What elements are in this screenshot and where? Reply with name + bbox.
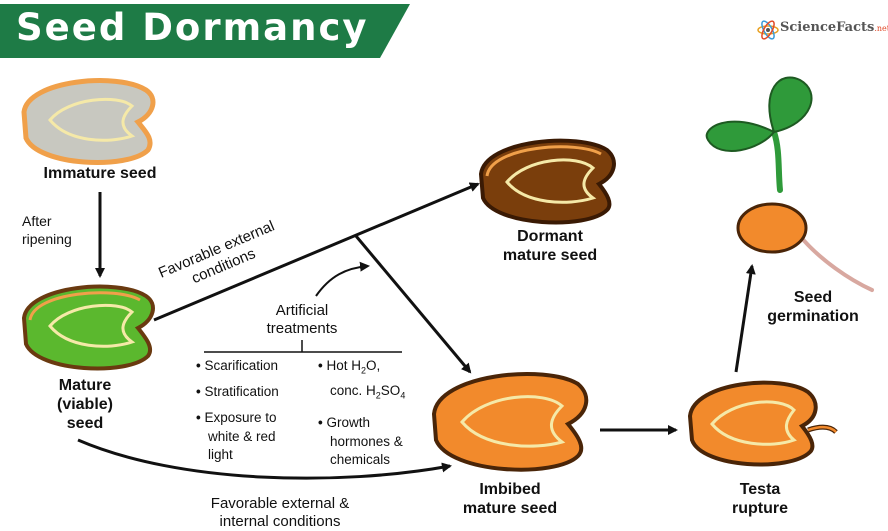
imbibed-seed-illustration (431, 372, 589, 472)
page-title: Seed Dormancy (16, 6, 369, 49)
testa-rupture-seed-illustration (687, 380, 838, 467)
mature-seed-illustration (21, 284, 155, 371)
brand-logo-suffix: .net (874, 24, 888, 33)
treatment-growth-line3: chemicals (330, 452, 391, 468)
seedling-illustration (705, 76, 874, 292)
label-imbibed-line1: Imbibed (479, 481, 541, 498)
label-after-ripening: After ripening (22, 212, 72, 248)
label-seed-germination: Seed germination (748, 288, 878, 326)
treatment-exposure-cont: white & red light (196, 428, 279, 464)
treatment-growth-cont: hormones & chemicals (318, 433, 405, 469)
arrow-branch-to-imbibed (354, 235, 472, 374)
conc-h-text: conc. H (330, 382, 376, 398)
brand-logo-text: ScienceFacts (780, 20, 875, 35)
label-testa-line1: Testa (739, 481, 781, 498)
label-favorable-internal-line2: internal conditions (219, 513, 341, 530)
hot-h-sub: 2 (361, 365, 367, 376)
hot-h-text: Hot H (326, 358, 361, 373)
label-dormant-line2: mature seed (502, 247, 598, 264)
label-after-ripening-line2: ripening (22, 231, 72, 247)
label-mature-line3: seed (66, 415, 104, 432)
label-mature-line2: (viable) (56, 396, 113, 413)
dormant-seed-illustration (478, 138, 616, 225)
label-favorable-internal-line1: Favorable external & (210, 495, 350, 512)
hot-o-text: O, (366, 358, 381, 373)
treatment-sulfuric-acid: conc. H2SO4 (318, 381, 405, 406)
arrow-mature-to-dormant (153, 182, 480, 322)
treatment-list-left: Scarification Stratification Exposure to… (196, 356, 279, 464)
label-immature-seed: Immature seed (43, 165, 157, 182)
arrow-artificial-curve (315, 261, 370, 297)
label-imbibed-line2: mature seed (462, 500, 558, 517)
atom-icon (757, 20, 779, 40)
label-artificial-line1: Artificial (275, 302, 329, 319)
treatment-exposure-line3: light (208, 447, 233, 462)
brand-logo: ScienceFacts.net (780, 20, 888, 35)
treatment-hot-water: Hot H2O, (318, 356, 405, 381)
treatment-stratification: Stratification (196, 382, 278, 402)
arrow-testa-to-germination (734, 264, 756, 373)
label-artificial-line2: treatments (266, 320, 338, 337)
label-mature-seed: Mature (viable) seed (30, 376, 140, 433)
label-mature-line1: Mature (58, 377, 112, 394)
treatment-list-right: Hot H2O, conc. H2SO4 Growth hormones & c… (318, 356, 405, 469)
conc-h-sub: 2 (375, 390, 381, 401)
label-testa-rupture: Testa rupture (700, 480, 820, 518)
treatment-scarification: Scarification (196, 356, 279, 376)
label-favorable-internal: Favorable external & internal conditions (160, 495, 400, 531)
label-artificial-treatments: Artificial treatments (240, 302, 364, 338)
treatment-growth: Growth (318, 413, 405, 433)
immature-seed-illustration (21, 78, 156, 165)
treatment-exposure-line2: white & red (208, 429, 276, 444)
label-germination-line2: germination (767, 308, 859, 325)
title-banner (0, 4, 410, 58)
label-imbibed-seed: Imbibed mature seed (440, 480, 580, 518)
label-dormant-seed: Dormant mature seed (480, 227, 620, 265)
conc-so-sub: 4 (400, 390, 406, 401)
title-banner-shape (0, 4, 410, 58)
label-after-ripening-line1: After (22, 213, 52, 229)
conc-so-text: SO (380, 382, 401, 398)
label-germination-line1: Seed (793, 289, 833, 306)
arrow-mature-to-imbibed (77, 438, 452, 480)
treatment-growth-line2: hormones & (330, 434, 403, 450)
label-dormant-line1: Dormant (517, 228, 583, 245)
treatment-exposure: Exposure to (196, 408, 279, 428)
label-testa-line2: rupture (732, 500, 788, 517)
